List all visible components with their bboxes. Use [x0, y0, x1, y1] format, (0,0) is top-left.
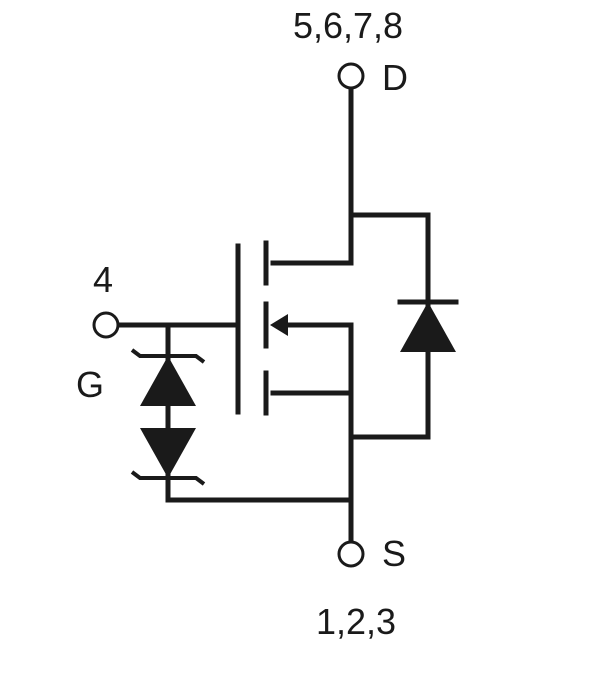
source-terminal [337, 540, 365, 568]
source-wiring [165, 322, 431, 544]
source-label: S [382, 533, 406, 574]
gate-terminal [92, 311, 120, 339]
mosfet-symbol [235, 240, 288, 416]
gate-label: G [76, 364, 104, 405]
body-diode [397, 212, 459, 440]
channel-arrow [270, 314, 288, 336]
drain-pin-numbers: 5,6,7,8 [293, 5, 403, 46]
drain-label: D [382, 57, 408, 98]
drain-terminal [337, 62, 365, 90]
gate-pin-number: 4 [93, 259, 113, 300]
gate-zener-diodes [130, 348, 206, 486]
drain-wiring [270, 85, 431, 266]
source-pin-numbers: 1,2,3 [316, 601, 396, 642]
